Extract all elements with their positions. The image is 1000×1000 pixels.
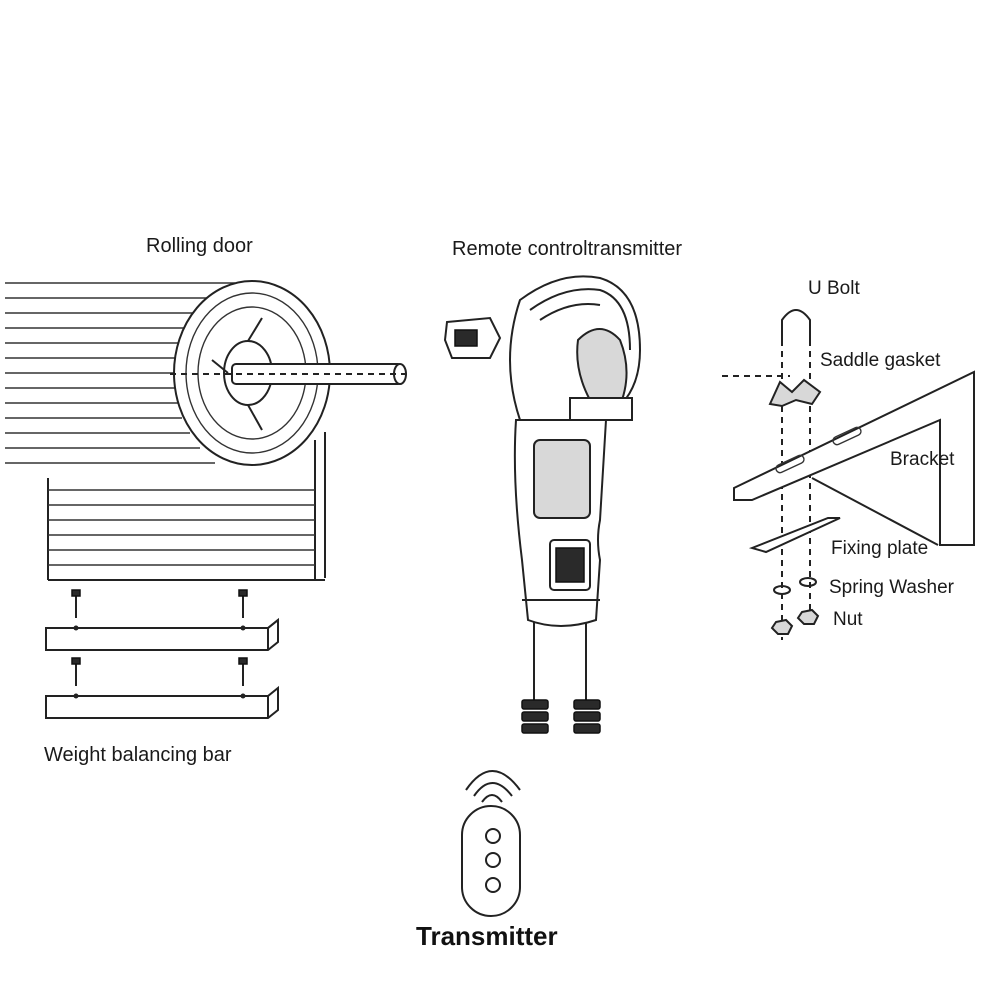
label-nut: Nut	[833, 609, 863, 630]
label-rolling-door: Rolling door	[146, 235, 253, 257]
label-spring-washer: Spring Washer	[829, 577, 954, 598]
label-fixing-plate: Fixing plate	[831, 538, 929, 559]
label-saddle-gasket: Saddle gasket	[820, 350, 941, 371]
label-weight-balancing-bar: Weight balancing bar	[44, 744, 232, 766]
weight-balancing-bars	[45, 589, 279, 719]
wifi-signal-icon	[465, 770, 521, 803]
label-transmitter: Transmitter	[416, 921, 558, 951]
door-opener-motor	[443, 275, 642, 734]
chain-weight-right	[573, 699, 601, 734]
door-roll-end	[170, 280, 410, 466]
chain-weight-left	[521, 699, 549, 734]
remote-control-icon	[461, 805, 521, 917]
label-remote-control-transmitter: Remote controltransmitter	[452, 238, 683, 260]
bracket-assembly	[722, 309, 975, 640]
label-bracket: Bracket	[890, 449, 955, 470]
label-u-bolt: U Bolt	[808, 278, 860, 299]
door-slats	[5, 282, 326, 581]
